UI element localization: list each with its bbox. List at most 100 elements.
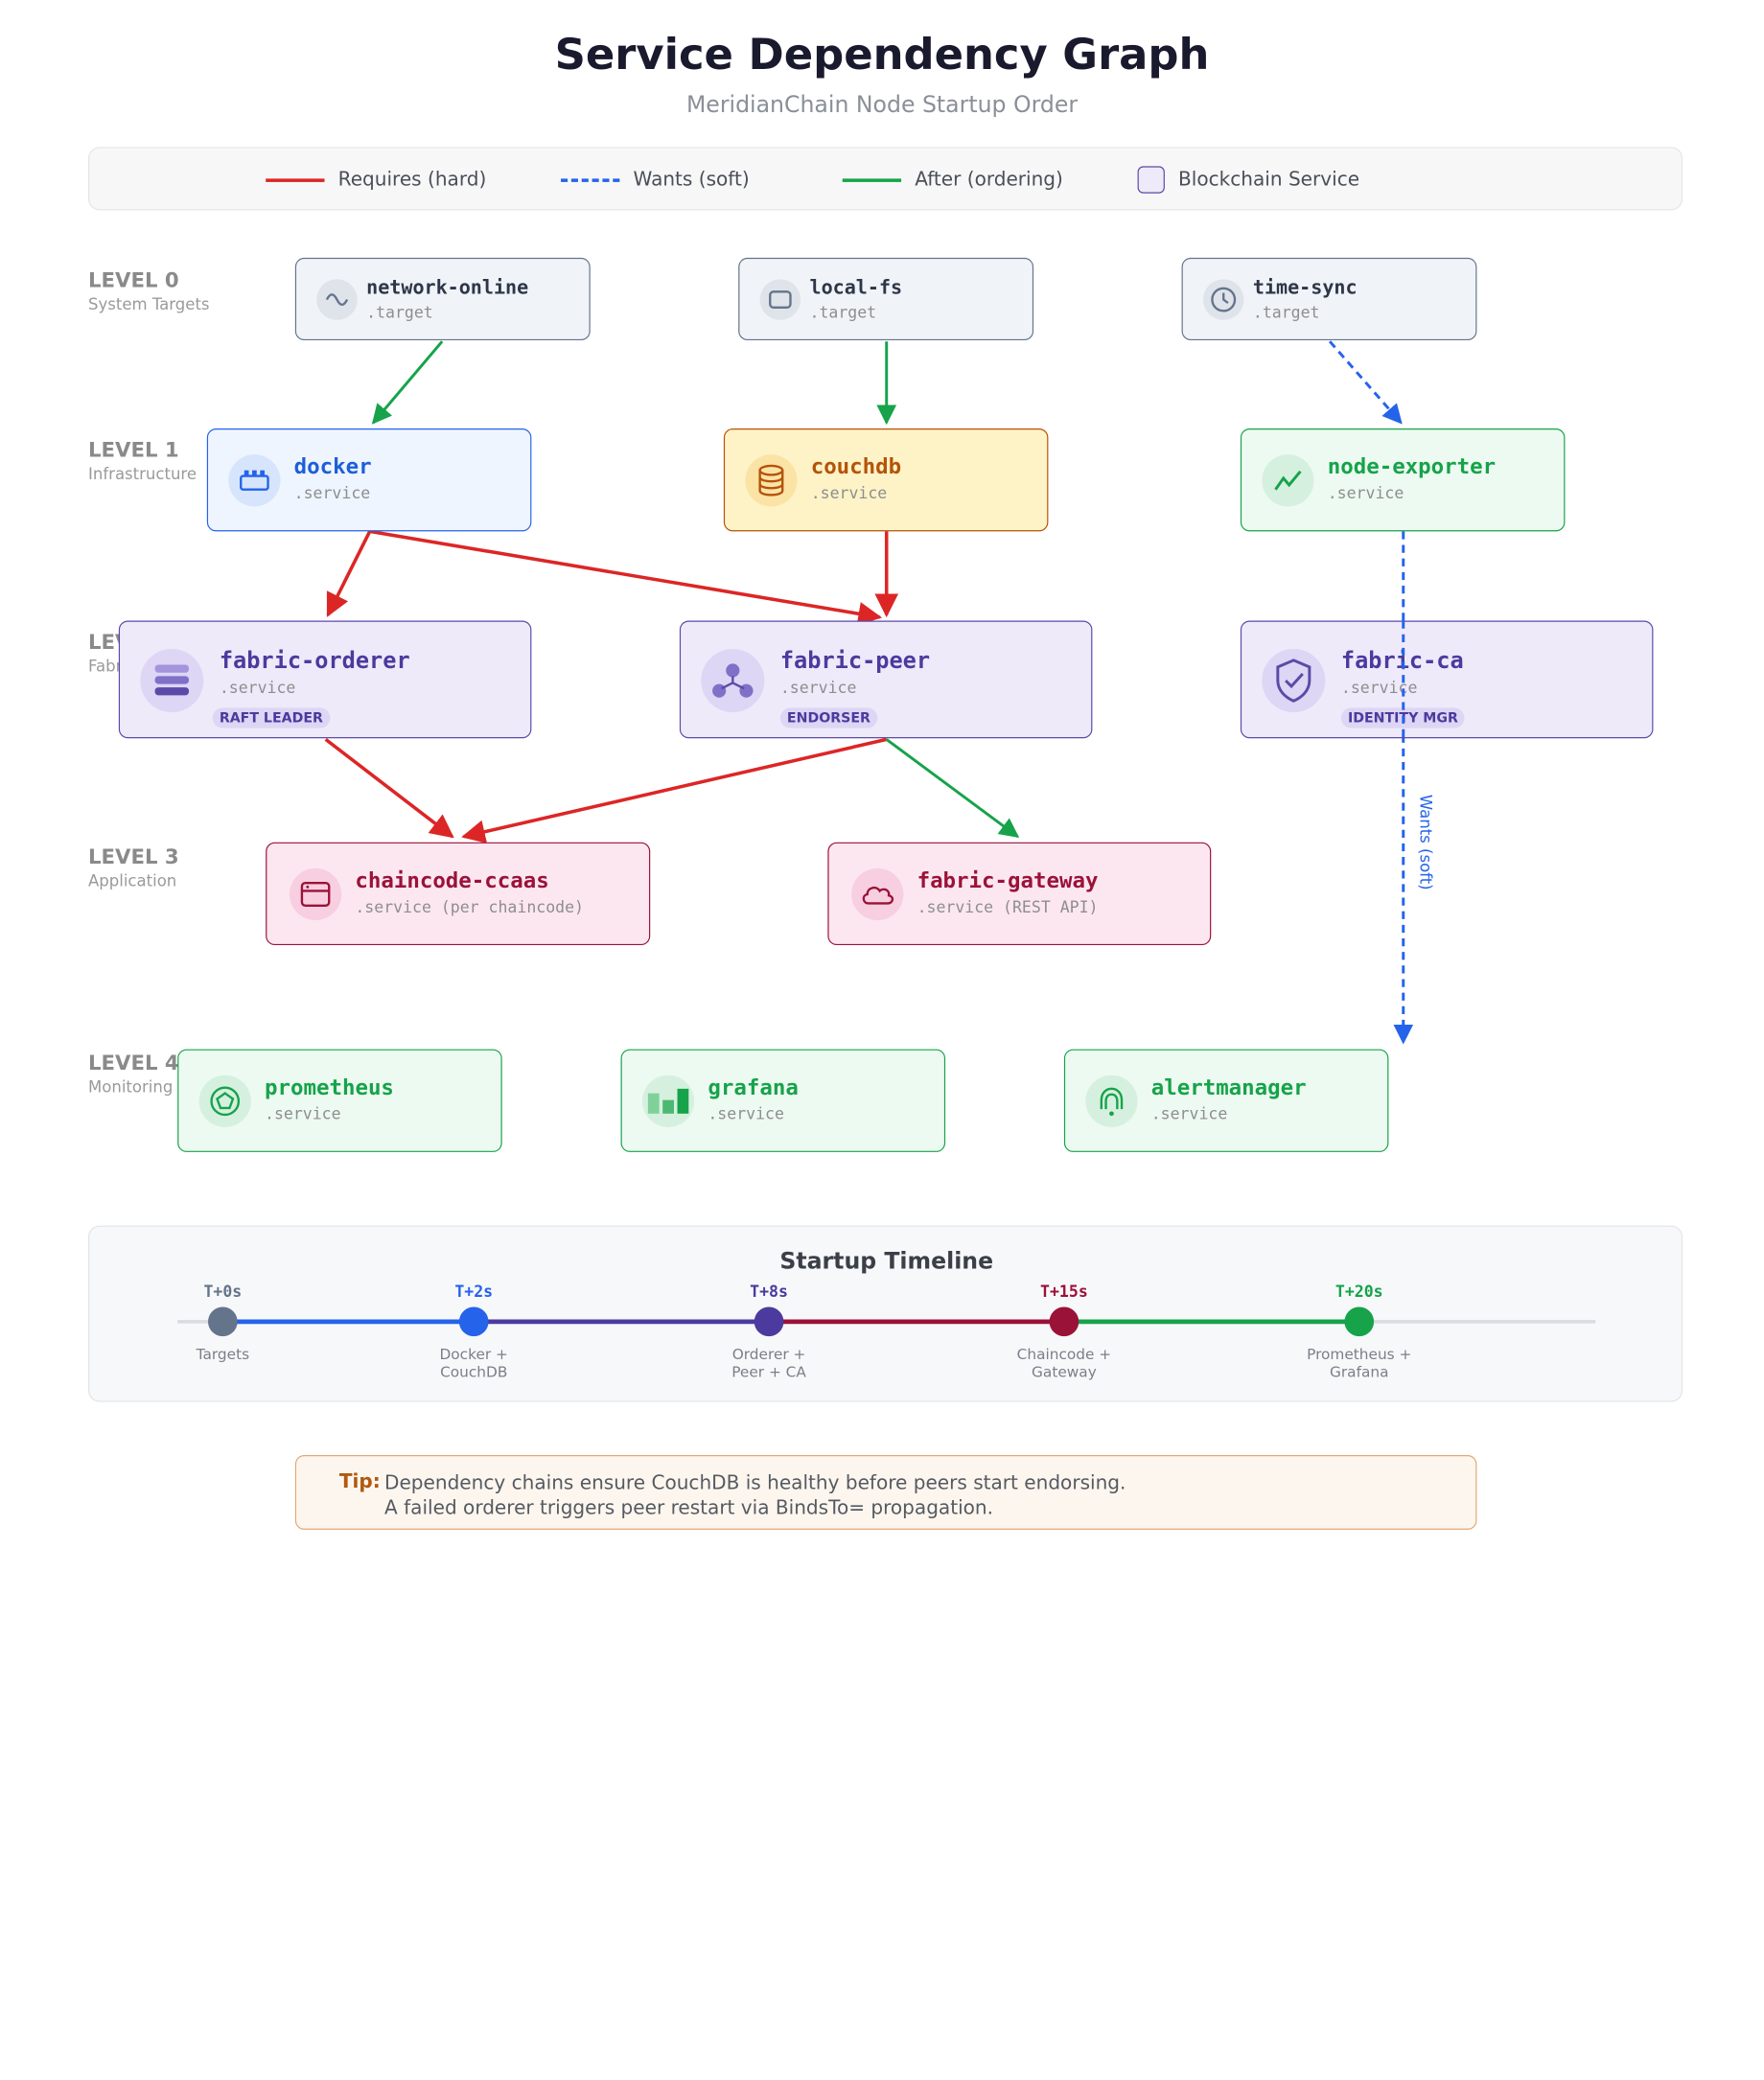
- diagram-subtitle: MeridianChain Node Startup Order: [685, 90, 1079, 118]
- timeline-desc-line: Targets: [196, 1346, 250, 1364]
- edge-peer-gateway: [885, 738, 1020, 839]
- node-chaincode-ccaas[interactable]: chaincode-ccaas .service (per chaincode): [266, 842, 651, 946]
- edges-layer: [324, 340, 1414, 1045]
- timeline-desc: Chaincode + Gateway: [974, 1347, 1155, 1383]
- timeline-track: [177, 1306, 1596, 1337]
- wants-line-icon: [561, 177, 620, 182]
- node-suffix: .service: [219, 679, 296, 698]
- node-name: couchdb: [810, 454, 902, 480]
- legend-blockchain-label: Blockchain Service: [1178, 168, 1360, 192]
- timeline-time: T+0s: [203, 1283, 243, 1302]
- tip-box: Tip: Dependency chains ensure CouchDB is…: [294, 1455, 1477, 1530]
- bar-chart-icon: [641, 1075, 695, 1127]
- network-icon: [701, 649, 765, 713]
- node-fabric-orderer[interactable]: fabric-orderer .service RAFT LEADER: [118, 620, 532, 739]
- node-prometheus[interactable]: prometheus .service: [177, 1049, 502, 1152]
- node-name: local-fs: [809, 276, 903, 300]
- clock-icon: [1202, 279, 1244, 320]
- node-network-online[interactable]: network-online .target: [294, 257, 591, 341]
- pentagon-icon: [198, 1075, 251, 1127]
- node-suffix: .target: [366, 304, 433, 323]
- disk-icon: [759, 279, 801, 320]
- timeline-time: T+20s: [1335, 1283, 1383, 1302]
- node-alertmanager[interactable]: alertmanager .service: [1063, 1049, 1389, 1152]
- timeline-title: Startup Timeline: [779, 1246, 994, 1275]
- level-3-sub: Application: [88, 872, 177, 891]
- timeline-dot: [208, 1306, 238, 1337]
- node-name: alertmanager: [1150, 1075, 1307, 1100]
- timeline-desc-line: Chaincode +: [1016, 1346, 1112, 1364]
- level-4-sub: Monitoring: [88, 1078, 174, 1098]
- node-fabric-peer[interactable]: fabric-peer .service ENDORSER: [679, 620, 1093, 739]
- tip-line: A failed orderer triggers peer restart v…: [384, 1496, 994, 1520]
- cloud-icon: [851, 867, 904, 921]
- timeline-desc: Targets: [132, 1347, 313, 1365]
- diagram-title: Service Dependency Graph: [554, 29, 1210, 80]
- node-name: node-exporter: [1327, 454, 1497, 480]
- wave-icon: [316, 279, 358, 320]
- timeline-dot: [1344, 1306, 1375, 1337]
- edge-timesync-nodeexporter: [1328, 340, 1403, 425]
- edge-orderer-chaincode: [324, 737, 454, 839]
- legend-requires: Requires (hard): [266, 149, 486, 212]
- role-badge: ENDORSER: [779, 707, 877, 728]
- edge-peer-chaincode: [461, 737, 888, 844]
- node-name: fabric-orderer: [219, 646, 410, 674]
- legend-blockchain: Blockchain Service: [1137, 149, 1360, 212]
- legend-requires-label: Requires (hard): [337, 168, 487, 192]
- timeline-desc-line: Gateway: [1032, 1364, 1097, 1382]
- node-name: network-online: [366, 276, 529, 300]
- node-time-sync[interactable]: time-sync .target: [1181, 257, 1477, 341]
- database-icon: [745, 454, 798, 507]
- overlay-edges: [1402, 620, 1405, 739]
- shield-icon: [1262, 649, 1326, 713]
- node-suffix: .service: [779, 679, 857, 698]
- timeline-desc-line: Grafana: [1329, 1364, 1389, 1382]
- node-fabric-gateway[interactable]: fabric-gateway .service (REST API): [827, 842, 1212, 946]
- trend-icon: [1262, 454, 1314, 507]
- node-fabric-ca[interactable]: fabric-ca .service IDENTITY MGR: [1240, 620, 1654, 739]
- node-grafana[interactable]: grafana .service: [620, 1049, 946, 1152]
- node-couchdb[interactable]: couchdb .service: [723, 428, 1049, 532]
- node-node-exporter[interactable]: node-exporter .service: [1240, 428, 1566, 532]
- node-suffix: .target: [1252, 304, 1320, 323]
- node-suffix: .service: [265, 1105, 341, 1124]
- node-name: chaincode-ccaas: [355, 867, 549, 893]
- timeline-time: T+15s: [1040, 1283, 1088, 1302]
- level-1-sub: Infrastructure: [88, 465, 197, 484]
- stack-icon: [140, 649, 204, 713]
- node-suffix: .service: [810, 485, 888, 503]
- legend-wants: Wants (soft): [561, 149, 750, 212]
- node-suffix: .service: [1327, 485, 1404, 503]
- node-suffix: .service (REST API): [917, 898, 1099, 917]
- node-suffix: .target: [809, 304, 877, 323]
- level-1-label: LEVEL 1: [88, 438, 179, 463]
- node-local-fs[interactable]: local-fs .target: [738, 257, 1034, 341]
- container-icon: [228, 454, 281, 507]
- timeline-dot: [458, 1306, 489, 1337]
- requires-line-icon: [266, 177, 325, 182]
- node-name: prometheus: [265, 1075, 394, 1100]
- timeline-dot: [754, 1306, 784, 1337]
- node-suffix: .service: [293, 485, 371, 503]
- timeline-time: T+8s: [750, 1283, 788, 1302]
- blockchain-box-icon: [1137, 166, 1165, 194]
- timeline-dot: [1049, 1306, 1079, 1337]
- level-4-label: LEVEL 4: [88, 1051, 179, 1075]
- legend: Requires (hard) Wants (soft) After (orde…: [88, 147, 1683, 212]
- node-name: docker: [293, 454, 372, 480]
- wants-edge-label: Wants (soft): [1415, 794, 1434, 890]
- tip-line: Dependency chains ensure CouchDB is heal…: [384, 1471, 1126, 1495]
- node-docker[interactable]: docker .service: [206, 428, 532, 532]
- timeline-desc: Prometheus + Grafana: [1268, 1347, 1450, 1383]
- timeline-desc: Orderer + Peer + CA: [679, 1347, 860, 1383]
- edge-docker-peer: [369, 529, 883, 626]
- node-name: fabric-peer: [779, 646, 931, 674]
- node-suffix: .service: [708, 1105, 784, 1124]
- edge-network-docker: [371, 340, 444, 425]
- timeline-desc-line: Orderer +: [731, 1346, 806, 1364]
- node-suffix: .service: [1340, 679, 1418, 698]
- role-badge: RAFT LEADER: [212, 707, 330, 728]
- node-name: time-sync: [1252, 276, 1358, 300]
- tip-text: Dependency chains ensure CouchDB is heal…: [384, 1471, 1126, 1521]
